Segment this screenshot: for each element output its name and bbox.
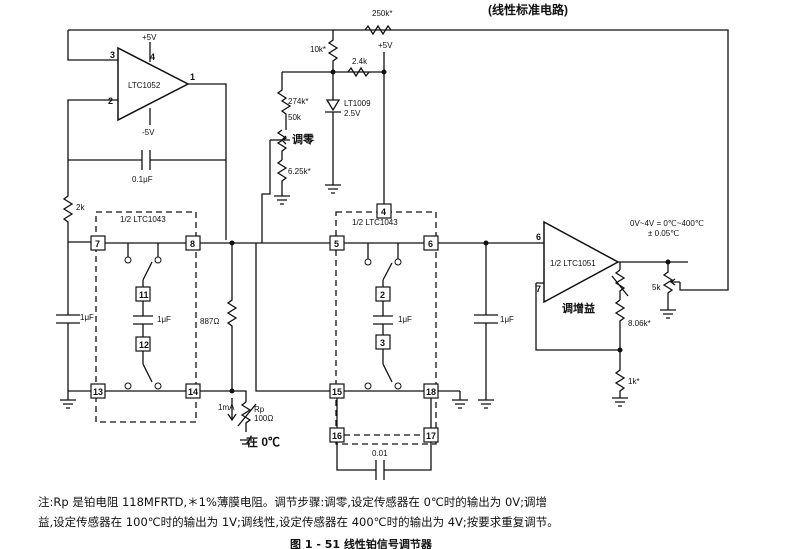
svg-text:Rp: Rp: [254, 405, 265, 414]
svg-text:1/2 LTC1043: 1/2 LTC1043: [352, 218, 398, 227]
label-at-0c: 在 0℃: [246, 434, 280, 449]
svg-text:8.06k*: 8.06k*: [628, 319, 651, 328]
svg-text:6: 6: [536, 232, 541, 242]
svg-text:2k: 2k: [76, 203, 85, 212]
svg-text:1mA: 1mA: [218, 403, 235, 412]
svg-text:1/2 LTC1043: 1/2 LTC1043: [120, 215, 166, 224]
label-gain-adjust: 调增益: [562, 301, 595, 315]
svg-text:16: 16: [332, 431, 342, 441]
svg-text:2.4k: 2.4k: [352, 57, 368, 66]
note-line-1: 注:Rp 是铂电阻 118MFRTD,＊1%薄膜电阻。调节步骤:调零,设定传感器…: [38, 495, 548, 509]
resistor-887: 887Ω: [200, 242, 238, 392]
figure-caption: 图 1 - 51 线性铂信号调节器: [290, 538, 432, 549]
svg-text:1μF: 1μF: [157, 315, 171, 324]
svg-text:11: 11: [139, 290, 149, 300]
resistor-250k: 250k*: [364, 9, 392, 36]
svg-text:274k*: 274k*: [288, 97, 308, 106]
svg-text:± 0.05℃: ± 0.05℃: [648, 229, 679, 238]
feedback-wires: [67, 29, 729, 291]
svg-text:100Ω: 100Ω: [254, 414, 273, 423]
svg-text:4: 4: [381, 207, 386, 217]
svg-text:LT1009: LT1009: [344, 99, 371, 108]
svg-text:15: 15: [332, 387, 342, 397]
svg-text:7: 7: [95, 239, 100, 249]
capacitor-1uf-right: 1μF: [438, 240, 536, 409]
rtd-rp: Rp 100Ω 1mA 在 0℃: [218, 390, 280, 449]
switch-ltc1043-left: 1/2 LTC1043 7 8 11 12 13 14 1μF: [90, 211, 201, 423]
svg-text:0V~4V = 0℃~400℃: 0V~4V = 0℃~400℃: [630, 219, 704, 228]
svg-text:0.01: 0.01: [372, 449, 388, 458]
svg-text:6.25k*: 6.25k*: [288, 167, 311, 176]
svg-text:12: 12: [139, 340, 149, 350]
svg-text:3: 3: [110, 50, 115, 60]
svg-text:+5V: +5V: [142, 33, 157, 42]
svg-text:887Ω: 887Ω: [200, 317, 219, 326]
svg-text:0.1μF: 0.1μF: [132, 175, 153, 184]
svg-text:14: 14: [188, 387, 198, 397]
note-line-2: 益,设定传感器在 100℃时的输出为 1V;调线性,设定传感器在 400℃时的输…: [38, 515, 559, 529]
opamp-ltc1052: LTC1052 3 2 4 1 +5V -5V: [67, 33, 227, 240]
svg-text:1: 1: [190, 72, 195, 82]
svg-text:250k*: 250k*: [372, 9, 392, 18]
svg-text:2: 2: [380, 290, 385, 300]
svg-text:50k: 50k: [288, 113, 302, 122]
note-text: 注:Rp 是铂电阻 118MFRTD,＊1%薄膜电阻。调节步骤:调零,设定传感器…: [38, 492, 788, 532]
label-zero-adjust: 调零: [292, 132, 315, 146]
capacitor-0-1uf: 0.1μF: [68, 150, 226, 184]
circuit-schematic: (线性标准电路) 250k* LTC1052 3 2 4 1 +5V -5V 0…: [56, 2, 729, 480]
svg-text:5k: 5k: [652, 283, 661, 292]
svg-text:1μF: 1μF: [80, 313, 94, 322]
circuit-title: (线性标准电路): [488, 2, 568, 17]
svg-text:18: 18: [426, 387, 436, 397]
svg-text:13: 13: [93, 387, 103, 397]
resistor-2k: 2k: [62, 160, 96, 243]
svg-text:17: 17: [426, 431, 436, 441]
svg-text:+5V: +5V: [378, 41, 393, 50]
svg-text:8: 8: [190, 239, 195, 249]
switch-ltc1043-right: 1/2 LTC1043 4 5 6 2 3 15 18 16 17 1μF 0.…: [329, 203, 468, 480]
svg-text:6: 6: [428, 239, 433, 249]
zero-adjust-network: 10k* 2.4k +5V LT1009 2.5V 274k* 50k 调零 6…: [261, 30, 393, 243]
svg-text:LTC1052: LTC1052: [128, 81, 161, 90]
svg-text:4: 4: [150, 52, 155, 62]
svg-text:10k*: 10k*: [310, 45, 326, 54]
svg-text:1/2 LTC1051: 1/2 LTC1051: [550, 259, 596, 268]
svg-text:7: 7: [536, 284, 541, 294]
linearity-pot-5k: 5k 0V~4V = 0℃~400℃ ± 0.05℃: [630, 219, 704, 319]
opamp-ltc1051: 1/2 LTC1051 6 7 调增益 8.06k* 1k*: [535, 220, 688, 407]
svg-text:3: 3: [380, 338, 385, 348]
svg-text:2: 2: [108, 96, 113, 106]
svg-text:1μF: 1μF: [398, 315, 412, 324]
svg-text:2.5V: 2.5V: [344, 109, 361, 118]
capacitor-1uf-left: 1μF: [56, 242, 94, 409]
svg-text:5: 5: [334, 239, 339, 249]
svg-text:1μF: 1μF: [500, 315, 514, 324]
svg-text:-5V: -5V: [142, 128, 155, 137]
svg-text:1k*: 1k*: [628, 377, 640, 386]
